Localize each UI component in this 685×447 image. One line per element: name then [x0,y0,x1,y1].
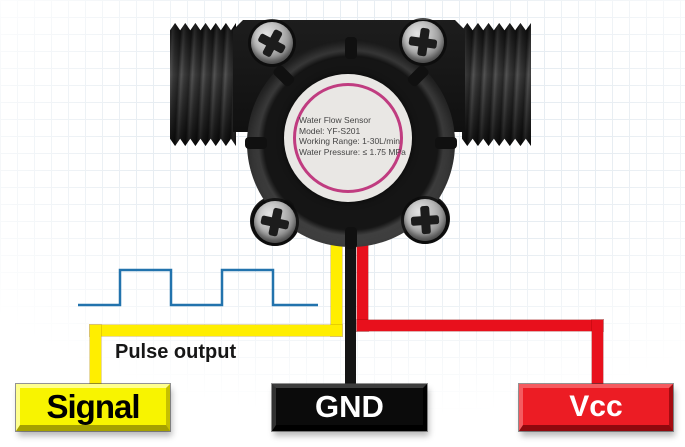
screw-bottom-left [254,201,296,243]
label-line-pressure: Water Pressure: ≤ 1.75 MPa [299,146,406,157]
body-tab [435,137,457,149]
vcc-wire-segment [357,320,603,331]
gnd-terminal: GND [272,384,427,431]
pulse-output-label: Pulse output [115,341,237,363]
signal-wire-segment [90,325,101,387]
signal-terminal: Signal [16,384,170,431]
signal-wire-segment [331,235,342,336]
signal-wire-segment [90,325,342,336]
body-tab [245,137,267,149]
vcc-wire-segment [592,320,603,387]
vcc-terminal: Vcc [519,384,673,431]
phillips-cross-icon [399,18,446,65]
pipe-thread-right [462,23,531,146]
body-tab [345,227,357,249]
gnd-wire-segment [345,235,356,387]
sensor-label: Water Flow Sensor Model: YF-S201 Working… [284,74,412,202]
phillips-cross-icon [403,198,448,243]
sensor-label-text: Water Flow Sensor Model: YF-S201 Working… [299,115,409,157]
vcc-wire-segment [357,235,368,331]
gnd-terminal-label: GND [315,388,384,424]
label-line-model: Model: YF-S201 [299,125,361,136]
pulse-waveform [78,268,318,307]
pipe-thread-left [170,23,236,146]
screw-top-left [251,22,293,64]
screw-top-right [402,21,444,63]
screw-bottom-right [404,199,446,241]
body-tab [345,37,357,59]
vcc-terminal-label: Vcc [569,389,623,423]
label-line-product: Water Flow Sensor [299,115,371,125]
label-ring [293,83,403,193]
signal-terminal-label: Signal [46,387,140,425]
phillips-cross-icon [250,197,300,247]
label-line-range: Working Range: 1-30L/min [299,136,400,146]
